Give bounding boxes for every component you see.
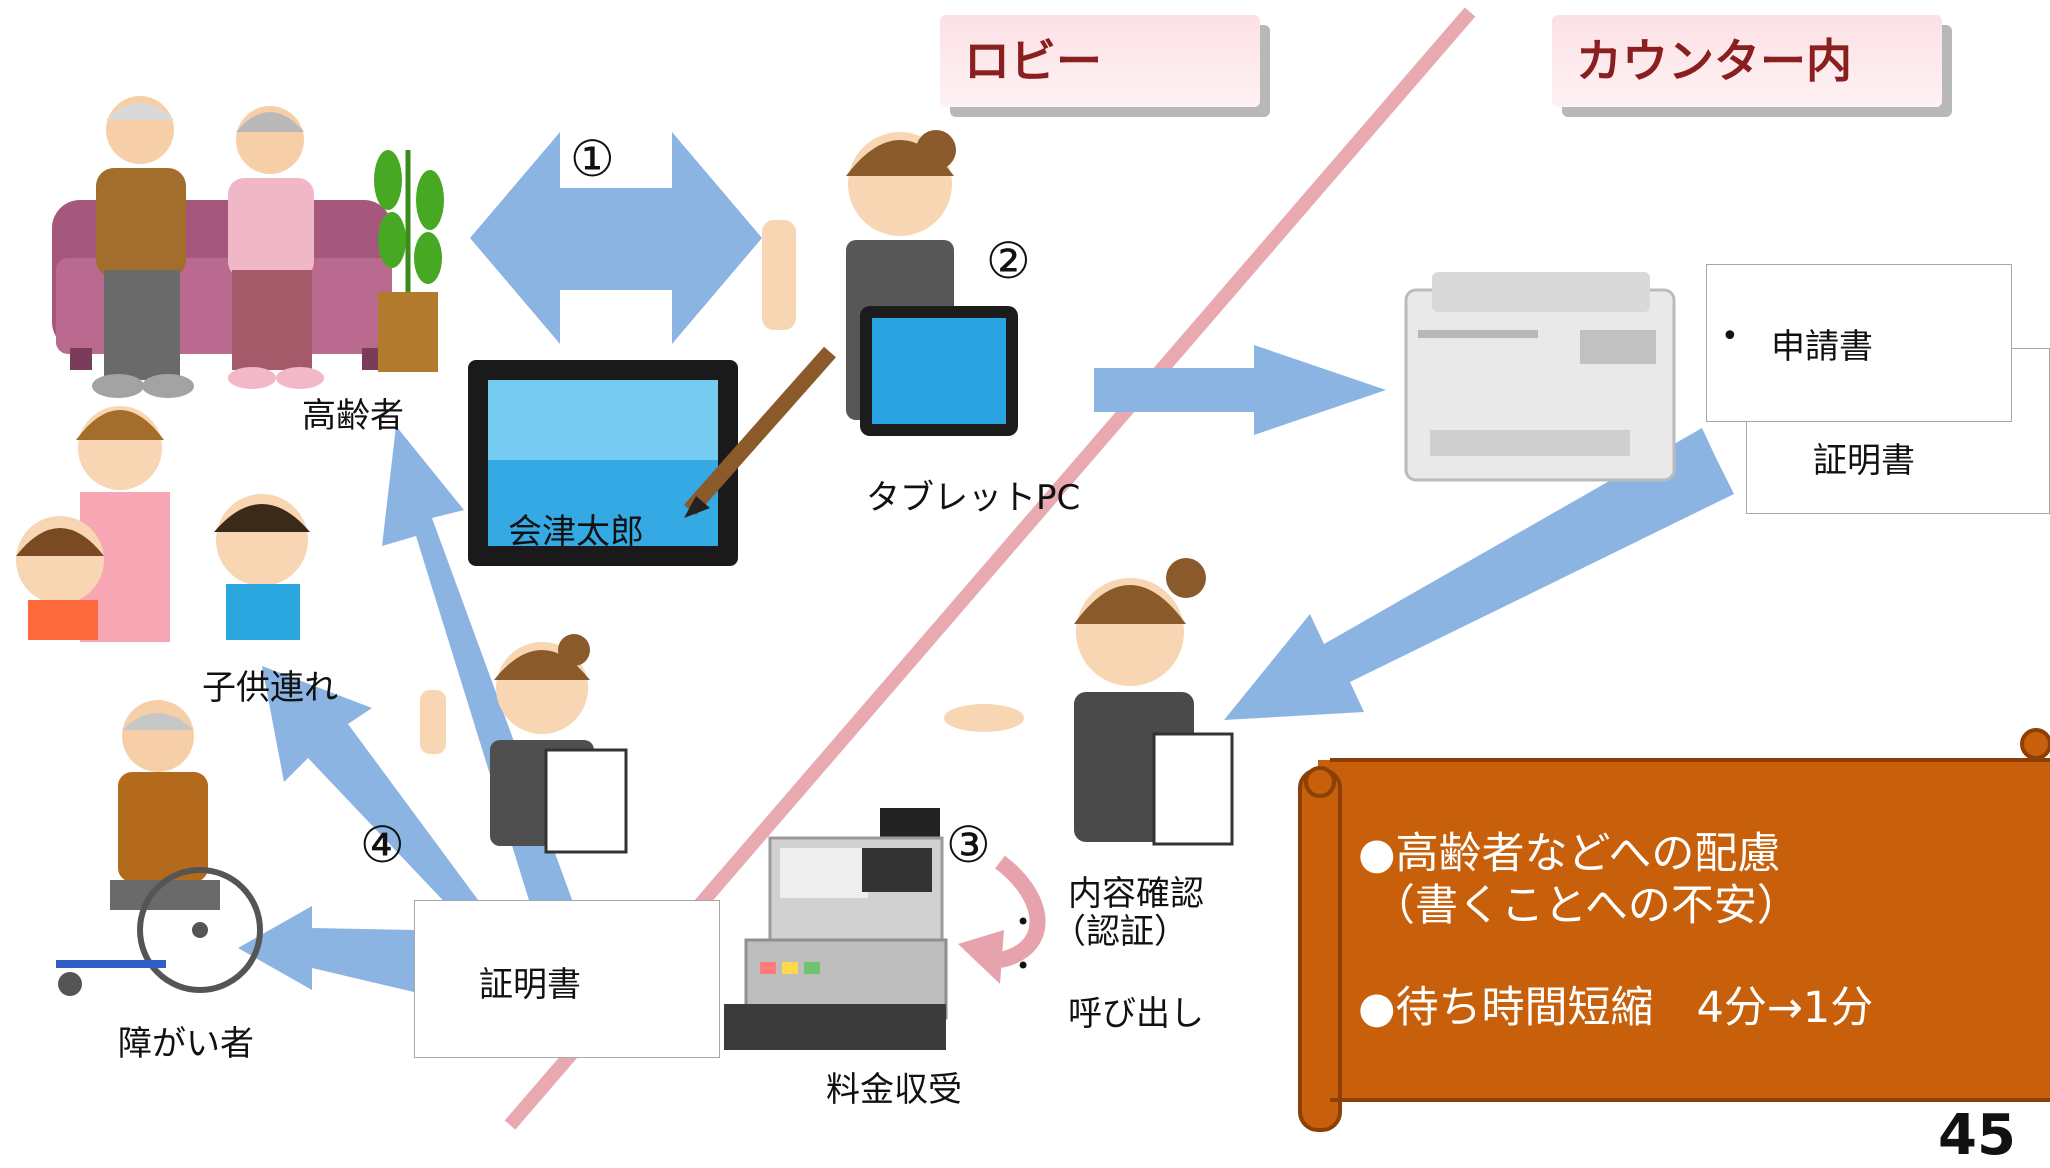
doc-application-label: 申請書 — [1771, 327, 1873, 367]
label-payment: 料金収受 — [826, 1070, 962, 1110]
label-elderly: 高齢者 — [302, 396, 404, 436]
elderly-couple-illustration — [52, 96, 444, 398]
doc-certificate-printer-label: 証明書 — [1813, 441, 1915, 481]
callout-curve-arrow — [994, 855, 1046, 968]
doc-application-bullet: • — [1721, 319, 1739, 354]
label-content-check: 内容確認 — [1068, 874, 1204, 914]
doc-application: • 申請書 — [1706, 264, 2012, 422]
step-3-label: ③ — [946, 816, 991, 874]
label-authentication: （認証） — [1052, 912, 1188, 952]
staff-with-tablet-illustration — [762, 130, 1018, 436]
scroll-banner — [1298, 728, 2050, 1132]
label-disabled: 障がい者 — [118, 1024, 254, 1064]
step-2-label: ② — [986, 232, 1031, 290]
cash-register-illustration — [724, 808, 948, 1050]
label-call-out: 呼び出し — [1068, 994, 1204, 1034]
header-lobby: ロビー — [940, 15, 1260, 107]
family-children-illustration — [16, 406, 310, 642]
diagram-graphics — [16, 7, 2050, 1132]
signing-tablet — [468, 346, 836, 566]
page-number: 45 — [1938, 1103, 2016, 1168]
label-with-children: 子供連れ — [202, 668, 338, 708]
doc-certificate-lobby: 証明書 — [414, 900, 720, 1058]
arrow-to-printer — [1094, 345, 1386, 435]
lobby-staff-illustration — [420, 634, 628, 854]
printer-illustration — [1404, 272, 1676, 482]
doc-certificate-lobby-label: 証明書 — [479, 965, 581, 1005]
bullet-2: • — [1016, 952, 1031, 980]
scroll-line-2: （書くことへの不安） — [1372, 881, 1800, 931]
counter-clerk-illustration — [944, 558, 1234, 846]
scroll-line-3: ●待ち時間短縮 4分→1分 — [1358, 983, 1874, 1033]
step-4-label: ④ — [360, 816, 405, 874]
label-tablet-pc: タブレットPC — [866, 478, 1081, 518]
bullet-1: • — [1016, 908, 1031, 936]
wheelchair-user-illustration — [56, 700, 263, 996]
tablet-signature-text: 会津太郎 — [508, 512, 644, 552]
step-1-label: ① — [570, 130, 615, 188]
scroll-line-1: ●高齢者などへの配慮 — [1358, 829, 1781, 879]
arrow-to-clerk — [1224, 428, 1734, 720]
arrow-to-disabled — [238, 906, 414, 992]
double-arrow-step1 — [470, 132, 762, 344]
callout-curve-arrowhead — [958, 930, 1004, 984]
header-counter-inside: カウンター内 — [1552, 15, 1942, 107]
arrow-to-children — [262, 666, 484, 912]
